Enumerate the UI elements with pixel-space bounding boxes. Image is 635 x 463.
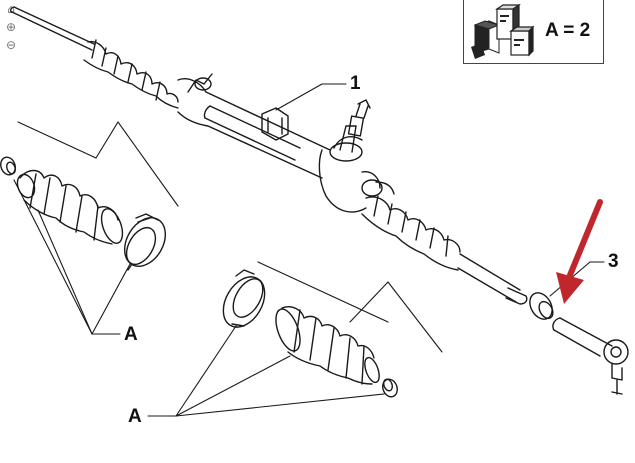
rack-housing [177, 73, 331, 179]
rack-bar-left-end [10, 6, 95, 51]
quantity-legend-box: A = 2 [463, 0, 604, 64]
zoom-out-icon[interactable]: ⊖ [5, 38, 17, 52]
mounting-bracket [261, 107, 289, 141]
lock-nut [529, 292, 554, 320]
boot-bottom [275, 306, 380, 385]
leader-line-1 [275, 83, 347, 111]
callout-1: 1 [350, 73, 361, 94]
rack-bar-right-end [457, 253, 528, 305]
right-rack-bellows [361, 195, 461, 271]
boot-left [16, 169, 124, 245]
tie-rod-end [552, 317, 629, 395]
callout-3: 3 [608, 251, 619, 272]
left-kit-outline [17, 121, 179, 207]
callout-a-bottom: A [128, 406, 142, 427]
small-clamp-ring-bottom [382, 378, 398, 398]
red-arrow-indicator [556, 199, 603, 304]
big-clamp-left [124, 213, 166, 271]
package-boxes-icon [471, 3, 535, 59]
left-rack-bellows [83, 39, 179, 109]
big-clamp-bottom [222, 269, 266, 328]
bottom-kit-outline [257, 261, 443, 353]
zoom-in-icon[interactable]: ⊕ [5, 20, 17, 34]
pinion-housing [318, 99, 395, 213]
small-clamp-ring-left [0, 156, 16, 176]
leader-lines-a-left [13, 179, 131, 335]
callout-a-left: A [124, 324, 138, 345]
quantity-label: A = 2 [545, 20, 591, 41]
leader-lines-a-bottom [147, 325, 385, 417]
